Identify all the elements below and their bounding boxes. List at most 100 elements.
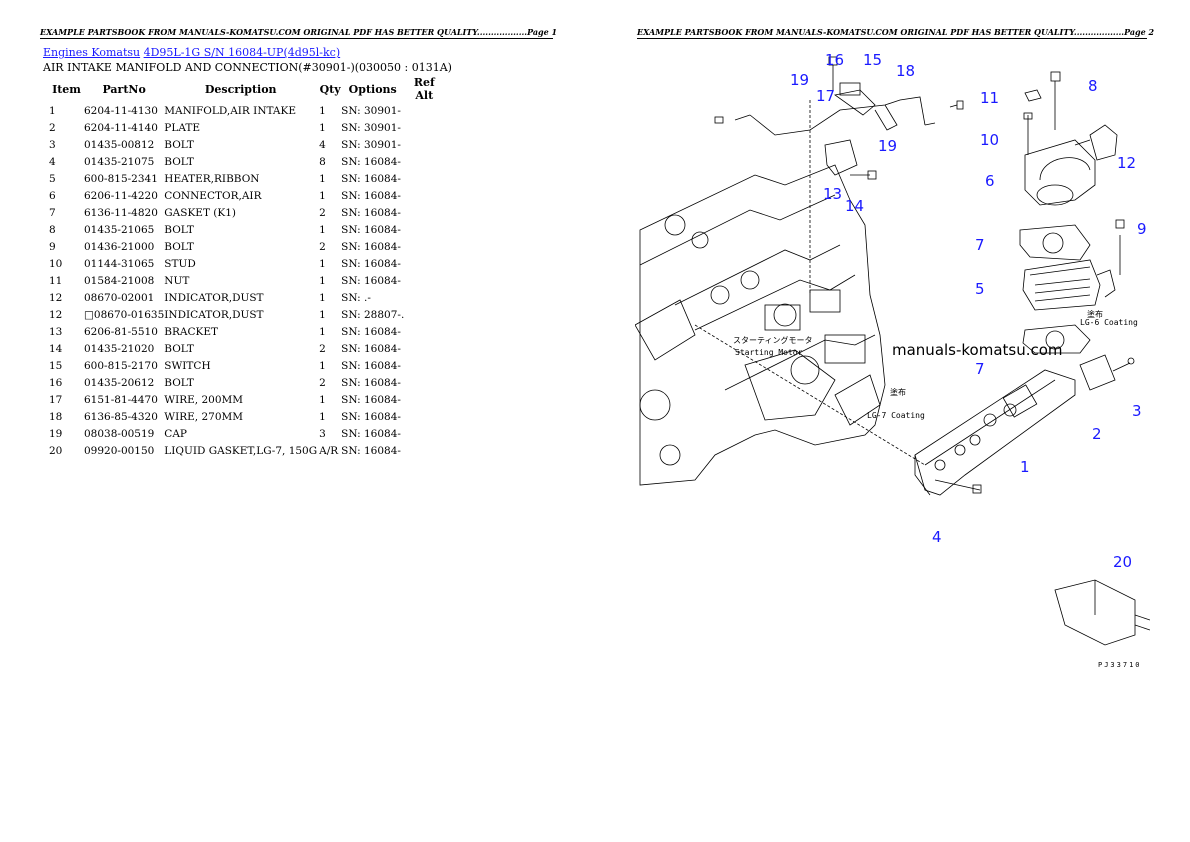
cell-description: BOLT bbox=[164, 155, 194, 168]
cell-refalt bbox=[404, 442, 444, 459]
cell-options: SN: 30901- bbox=[341, 104, 401, 117]
callout-12: 12 bbox=[1117, 154, 1136, 172]
cell-refalt bbox=[404, 170, 444, 187]
cell-options: SN: 16084- bbox=[341, 274, 401, 287]
page-header-2: EXAMPLE PARTSBOOK FROM MANUALS-KOMATSU.C… bbox=[637, 27, 1154, 39]
cell-qty: 3 bbox=[319, 427, 326, 440]
callout-16: 16 bbox=[825, 51, 844, 69]
cell-item: 7 bbox=[49, 206, 56, 219]
cell-partno: 6204-11-4130 bbox=[84, 104, 158, 117]
cell-qty: 1 bbox=[319, 308, 326, 321]
cell-item: 11 bbox=[49, 274, 63, 287]
callout-15: 15 bbox=[863, 51, 882, 69]
cell-refalt bbox=[404, 102, 444, 119]
breadcrumb-root-link[interactable]: Engines Komatsu bbox=[43, 46, 141, 59]
cell-partno: 600-815-2170 bbox=[84, 359, 158, 372]
cell-options: SN: 16084- bbox=[341, 206, 401, 219]
cell-partno: 01144-31065 bbox=[84, 257, 155, 270]
cell-refalt bbox=[404, 187, 444, 204]
cell-description: PLATE bbox=[164, 121, 200, 134]
watermark: manuals-komatsu.com bbox=[892, 341, 1063, 359]
cell-description: BOLT bbox=[164, 138, 194, 151]
callout-7-lower: 7 bbox=[975, 360, 985, 378]
cell-refalt bbox=[404, 323, 444, 340]
cell-options: SN: 16084- bbox=[341, 325, 401, 338]
cell-refalt bbox=[404, 340, 444, 357]
lg6-coating-label: LG-6 Coating bbox=[1080, 318, 1138, 327]
parts-list-page: EXAMPLE PARTSBOOK FROM MANUALS-KOMATSU.C… bbox=[40, 27, 557, 459]
cell-description: HEATER,RIBBON bbox=[164, 172, 260, 185]
header-text-2: EXAMPLE PARTSBOOK FROM MANUALS-KOMATSU.C… bbox=[637, 27, 1125, 37]
cell-item: 17 bbox=[49, 393, 63, 406]
cell-description: BOLT bbox=[164, 223, 194, 236]
callout-11: 11 bbox=[980, 89, 999, 107]
diagram-page: EXAMPLE PARTSBOOK FROM MANUALS-KOMATSU.C… bbox=[595, 0, 1190, 842]
cell-partno: 01435-21020 bbox=[84, 342, 155, 355]
cell-refalt bbox=[404, 408, 444, 425]
cell-options: SN: 16084- bbox=[341, 410, 401, 423]
cell-partno: 01436-21000 bbox=[84, 240, 155, 253]
cell-description: BOLT bbox=[164, 342, 194, 355]
table-header-row: Item PartNo Description Qty Options Ref … bbox=[43, 76, 444, 102]
cell-qty: 1 bbox=[319, 359, 326, 372]
cell-qty: 1 bbox=[319, 121, 326, 134]
cell-item: 20 bbox=[49, 444, 63, 457]
cell-options: SN: 16084- bbox=[341, 359, 401, 372]
callout-9: 9 bbox=[1137, 220, 1147, 238]
col-qty: Qty bbox=[319, 82, 341, 96]
cell-qty: 1 bbox=[319, 291, 326, 304]
cell-qty: 1 bbox=[319, 257, 326, 270]
cell-item: 5 bbox=[49, 172, 56, 185]
cell-options: SN: 16084- bbox=[341, 444, 401, 457]
breadcrumb-model-link[interactable]: 4D95L-1G S/N 16084-UP(4d95l-kc) bbox=[143, 46, 341, 59]
cell-options: SN: 16084- bbox=[341, 427, 401, 440]
callout-17: 17 bbox=[816, 87, 835, 105]
cell-description: NUT bbox=[164, 274, 190, 287]
callout-4: 4 bbox=[932, 528, 942, 546]
callout-19-right: 19 bbox=[878, 137, 897, 155]
cell-refalt bbox=[404, 204, 444, 221]
cell-item: 15 bbox=[49, 359, 63, 372]
cell-item: 8 bbox=[49, 223, 56, 236]
cell-description: WIRE, 270MM bbox=[164, 410, 244, 423]
cell-qty: 1 bbox=[319, 104, 326, 117]
col-options: Options bbox=[348, 82, 397, 96]
cell-options: SN: 16084- bbox=[341, 257, 401, 270]
page-header: EXAMPLE PARTSBOOK FROM MANUALS-KOMATSU.C… bbox=[40, 27, 557, 39]
cell-refalt bbox=[404, 255, 444, 272]
cell-description: SWITCH bbox=[164, 359, 211, 372]
cell-qty: 8 bbox=[319, 155, 326, 168]
cell-options: SN: 16084- bbox=[341, 240, 401, 253]
cell-refalt bbox=[404, 221, 444, 238]
cell-item: 3 bbox=[49, 138, 56, 151]
cell-partno: 01435-21065 bbox=[84, 223, 155, 236]
cell-partno: 6151-81-4470 bbox=[84, 393, 158, 406]
cell-partno: 600-815-2341 bbox=[84, 172, 158, 185]
cell-qty: 2 bbox=[319, 342, 326, 355]
callout-1: 1 bbox=[1020, 458, 1030, 476]
cell-partno: □08670-01635 bbox=[84, 308, 165, 321]
callout-13: 13 bbox=[823, 185, 842, 203]
callout-7-upper: 7 bbox=[975, 236, 985, 254]
cell-partno: 6204-11-4140 bbox=[84, 121, 158, 134]
cell-item: 1 bbox=[49, 104, 56, 117]
callout-20: 20 bbox=[1113, 553, 1132, 571]
cell-refalt bbox=[404, 119, 444, 136]
callout-10: 10 bbox=[980, 131, 999, 149]
cell-qty: 2 bbox=[319, 240, 326, 253]
cell-refalt bbox=[404, 272, 444, 289]
coating-jp-label-2: 塗布 bbox=[1087, 309, 1103, 319]
cell-item: 13 bbox=[49, 325, 63, 338]
cell-options: SN: 16084- bbox=[341, 172, 401, 185]
